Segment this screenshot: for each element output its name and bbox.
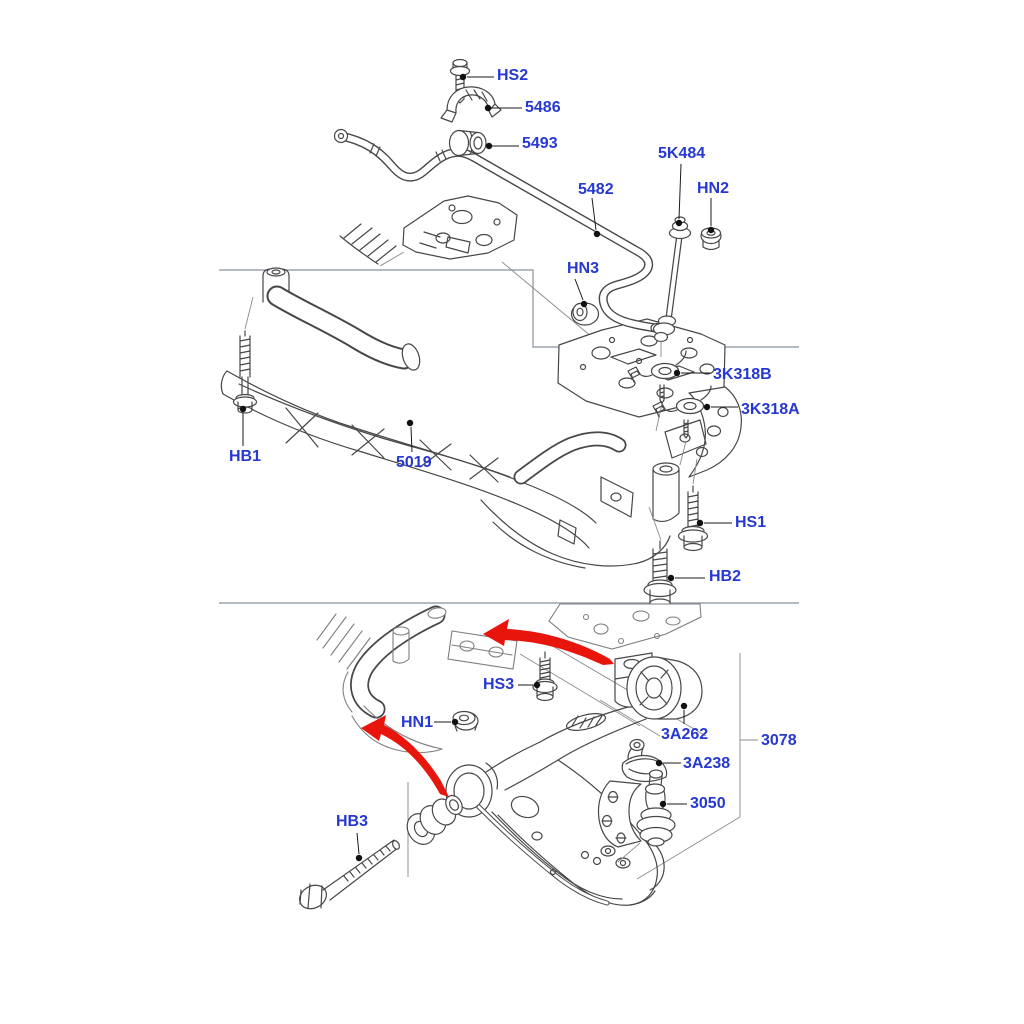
subframe-ghost-drawing — [316, 603, 707, 754]
part-label-hs2[interactable]: HS2 — [497, 67, 529, 84]
subframe-drawing — [220, 195, 742, 569]
red-arrow-upper-icon — [483, 619, 614, 665]
part-label-5486[interactable]: 5486 — [525, 99, 561, 116]
stabilizer-hardware-drawing — [440, 58, 722, 343]
part-label-hb1[interactable]: HB1 — [229, 448, 262, 465]
part-label-hn3[interactable]: HN3 — [567, 260, 600, 277]
part-label-hs3[interactable]: HS3 — [483, 676, 515, 693]
part-label-3a238[interactable]: 3A238 — [683, 755, 731, 772]
part-label-hn1[interactable]: HN1 — [401, 714, 434, 731]
part-label-3078[interactable]: 3078 — [761, 732, 797, 749]
part-label-3k318a[interactable]: 3K318A — [741, 401, 800, 418]
part-label-hn2[interactable]: HN2 — [697, 180, 730, 197]
part-label-3k318b[interactable]: 3K318B — [713, 366, 772, 383]
part-label-hb2[interactable]: HB2 — [709, 568, 742, 585]
bracket-3k318-drawing — [627, 341, 712, 466]
part-label-5493[interactable]: 5493 — [522, 135, 558, 152]
part-label-hb3[interactable]: HB3 — [336, 813, 369, 830]
part-label-5k484[interactable]: 5K484 — [658, 145, 706, 162]
part-label-5019[interactable]: 5019 — [396, 454, 432, 471]
part-label-3a262[interactable]: 3A262 — [661, 726, 709, 743]
leader-lines — [239, 73, 738, 862]
part-label-5482[interactable]: 5482 — [578, 181, 614, 198]
red-arrow-lower-icon — [361, 715, 449, 797]
part-label-hs1[interactable]: HS1 — [735, 514, 767, 531]
part-label-3050[interactable]: 3050 — [690, 795, 726, 812]
arm-hardware-drawing — [299, 651, 676, 910]
